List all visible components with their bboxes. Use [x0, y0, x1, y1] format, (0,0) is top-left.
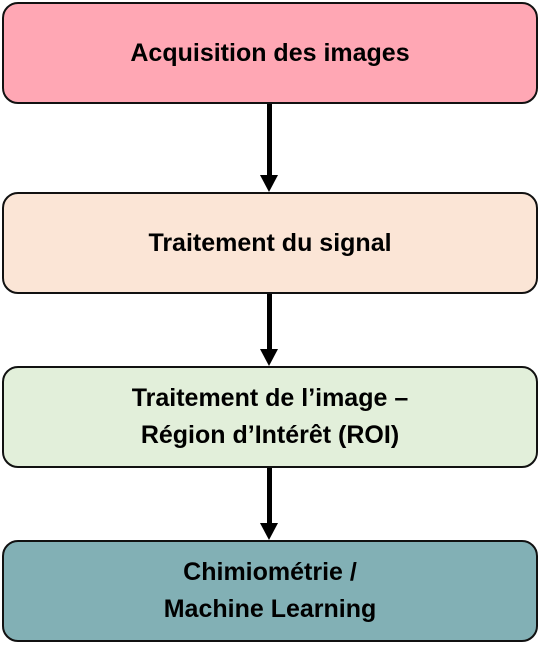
step-acquisition-box: Acquisition des images	[2, 2, 538, 104]
step-signal-processing-box: Traitement du signal	[2, 192, 538, 294]
step-chemometrics-label-line2: Machine Learning	[163, 595, 377, 623]
arrow-head-icon	[260, 175, 278, 192]
step-image-processing-box: Traitement de l’image – Région d’Intérêt…	[2, 366, 538, 468]
step-image-processing-label-line2: Région d’Intérêt (ROI)	[140, 421, 400, 449]
arrow-head-icon	[260, 523, 278, 540]
arrow-shaft	[267, 294, 272, 350]
arrow-shaft	[267, 104, 272, 176]
step-acquisition-label: Acquisition des images	[130, 38, 410, 67]
step-chemometrics-label-line1: Chimiométrie /	[183, 558, 357, 586]
arrow-shaft	[267, 468, 272, 524]
step-image-processing-label-line1: Traitement de l’image –	[131, 384, 409, 412]
step-signal-processing-label: Traitement du signal	[148, 228, 392, 257]
arrow-head-icon	[260, 349, 278, 366]
step-chemometrics-box: Chimiométrie / Machine Learning	[2, 540, 538, 642]
